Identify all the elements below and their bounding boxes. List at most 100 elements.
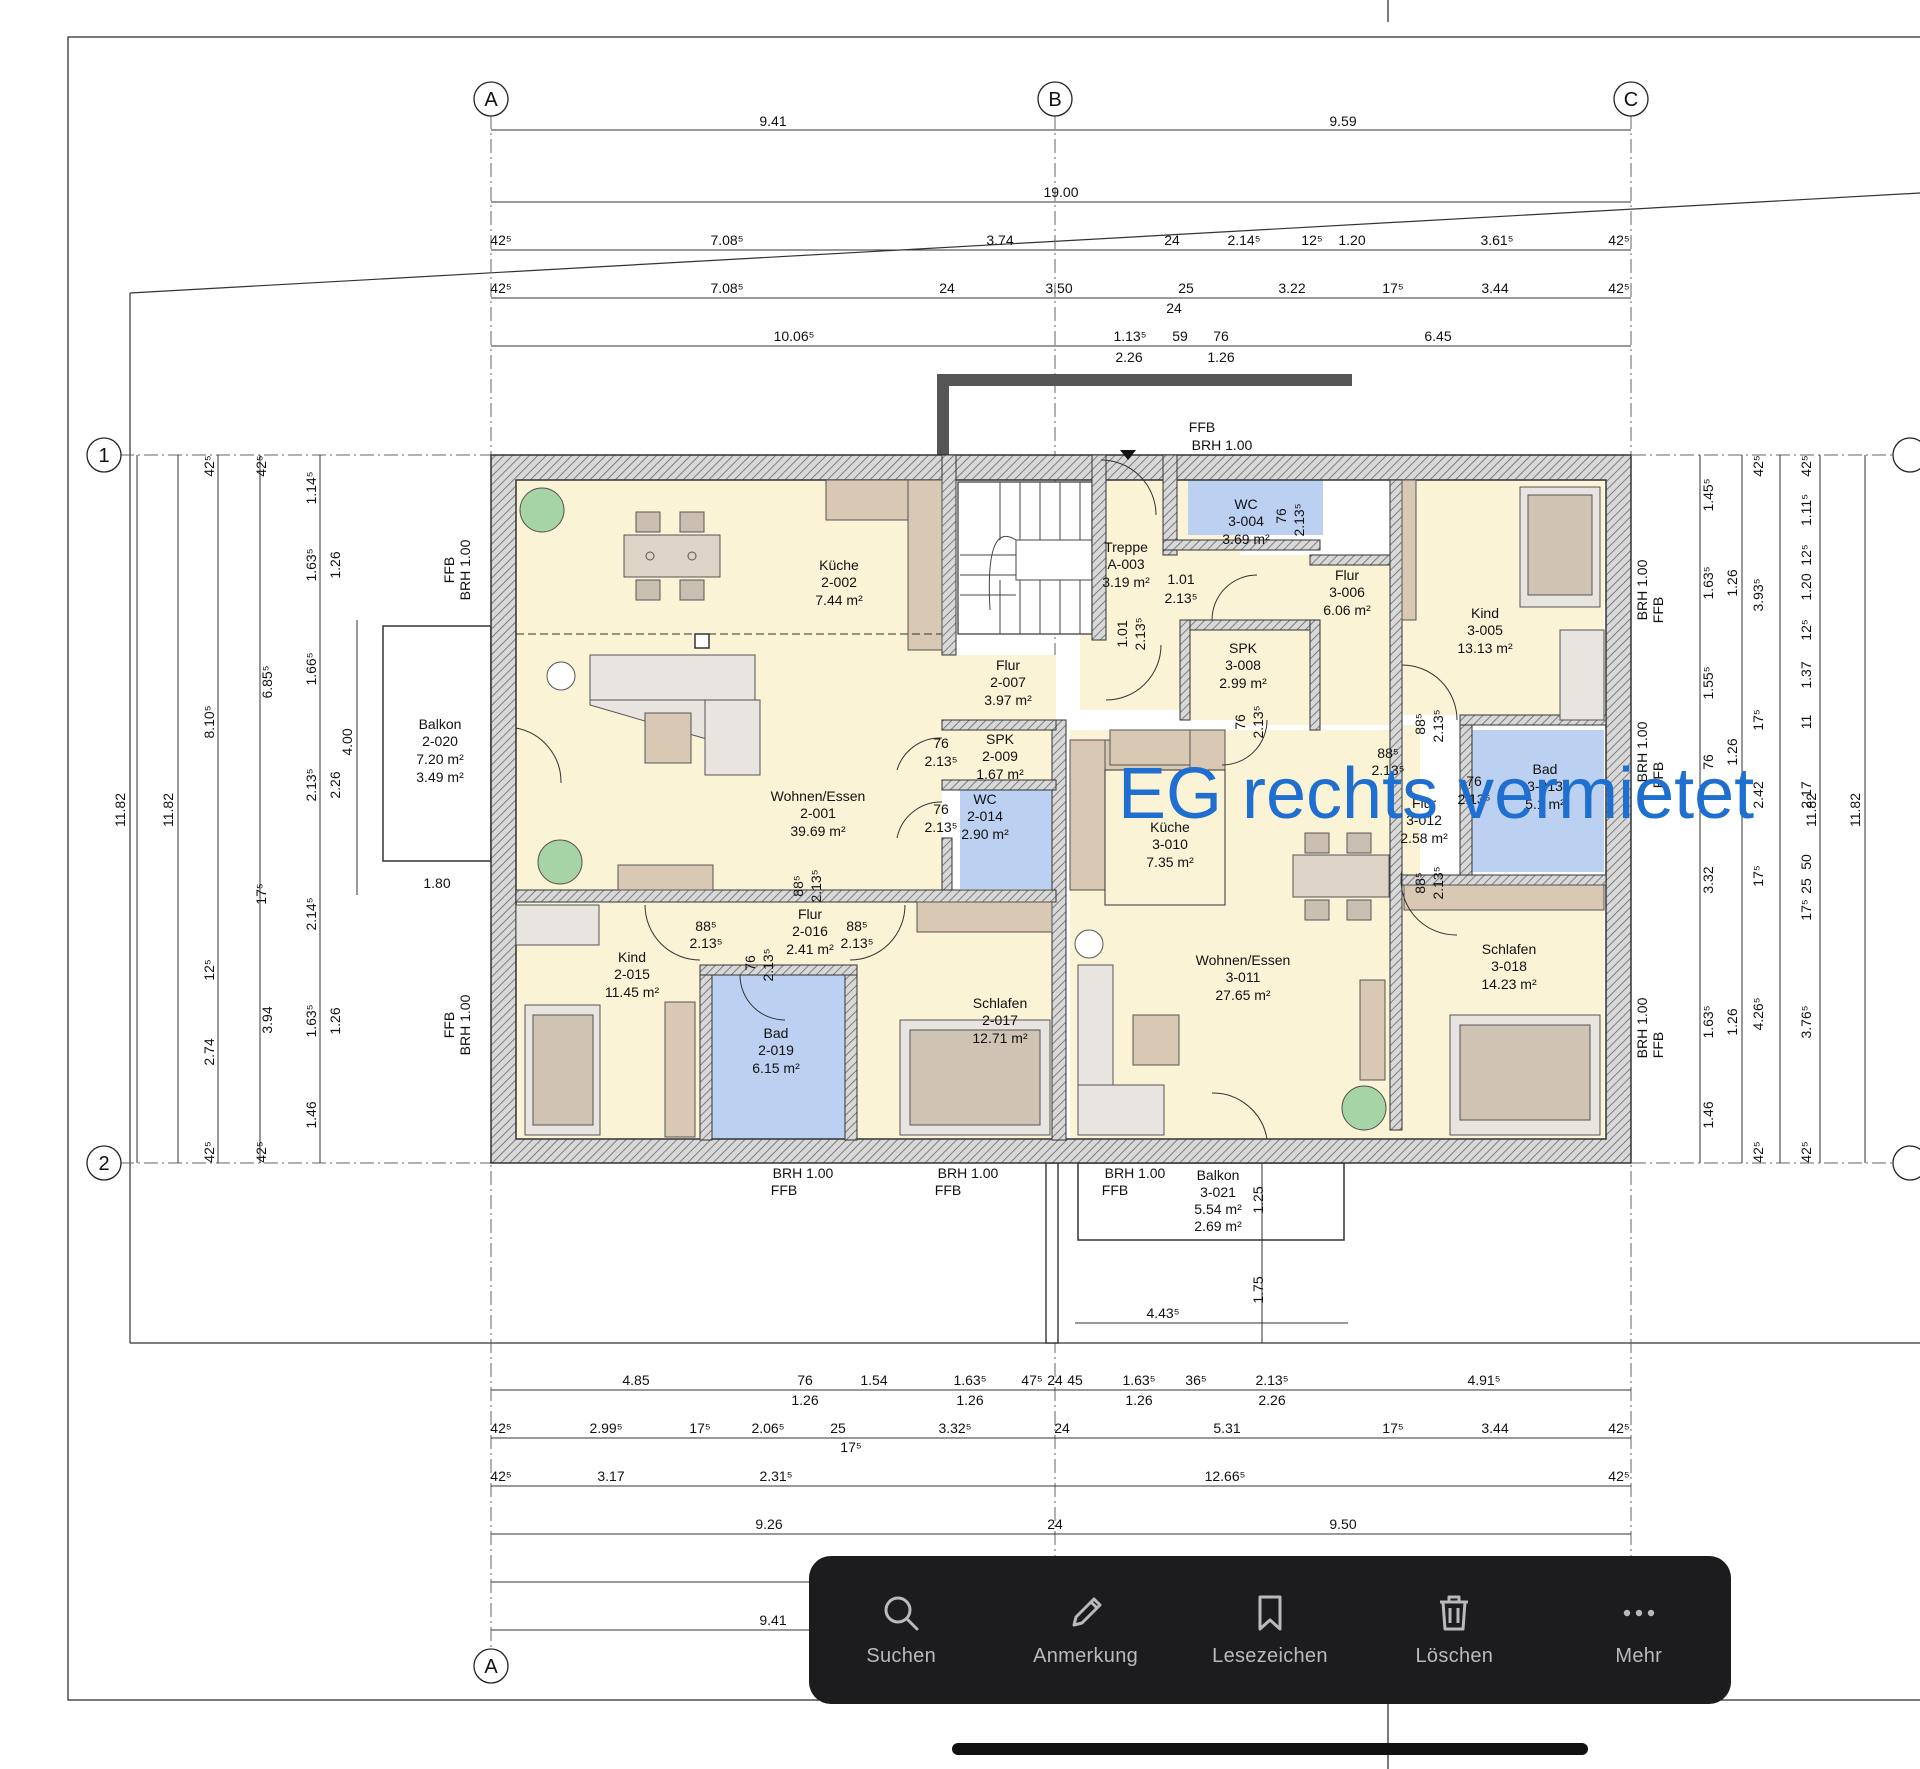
dim-bot-r2-9: 3.44 xyxy=(1481,1420,1508,1436)
dim-bot-r1-2: 1.54 xyxy=(860,1372,887,1388)
svg-text:1.26: 1.26 xyxy=(1724,738,1740,765)
svg-text:2.13⁵: 2.13⁵ xyxy=(689,935,722,951)
svg-text:1.37: 1.37 xyxy=(1798,661,1814,688)
svg-text:8.10⁵: 8.10⁵ xyxy=(201,705,217,738)
dim-bot-r3-2: 2.31⁵ xyxy=(759,1468,792,1484)
svg-text:1.11⁵: 1.11⁵ xyxy=(1798,494,1814,526)
svg-text:76: 76 xyxy=(1232,714,1248,730)
dim-bot-r2-10: 42⁵ xyxy=(1608,1420,1629,1436)
svg-text:2.58 m²: 2.58 m² xyxy=(1400,830,1448,846)
svg-text:11.82: 11.82 xyxy=(1847,793,1863,827)
balcony-dim-depth: 1.25 xyxy=(1250,1186,1266,1213)
svg-text:Flur: Flur xyxy=(1412,795,1436,811)
svg-text:Schlafen: Schlafen xyxy=(973,995,1027,1011)
dim-bot-r3-1: 3.17 xyxy=(597,1468,624,1484)
svg-text:2.13⁵: 2.13⁵ xyxy=(1430,866,1446,899)
svg-text:FFB: FFB xyxy=(441,557,457,583)
svg-text:2.17: 2.17 xyxy=(1798,781,1814,808)
svg-text:3-010: 3-010 xyxy=(1152,836,1188,852)
svg-text:3-006: 3-006 xyxy=(1329,584,1365,600)
svg-text:11.82: 11.82 xyxy=(112,793,128,827)
svg-text:1.01: 1.01 xyxy=(1114,620,1130,647)
svg-text:2.90 m²: 2.90 m² xyxy=(961,826,1009,842)
svg-text:76: 76 xyxy=(933,735,949,751)
home-indicator[interactable] xyxy=(952,1743,1588,1755)
room-labels: Küche 2-002 7.44 m² Treppe A-003 3.19 m²… xyxy=(416,496,1565,1234)
svg-text:FFB: FFB xyxy=(1650,597,1666,623)
svg-text:88⁵: 88⁵ xyxy=(1412,713,1428,734)
svg-text:76: 76 xyxy=(933,801,949,817)
dim-bot-r1-6: 45 xyxy=(1067,1372,1083,1388)
svg-text:42⁵: 42⁵ xyxy=(1750,1141,1766,1162)
svg-text:1.67 m²: 1.67 m² xyxy=(976,766,1024,782)
svg-text:2-001: 2-001 xyxy=(800,805,836,821)
bookmark-button[interactable]: Lesezeichen xyxy=(1185,1570,1355,1690)
svg-text:Schlafen: Schlafen xyxy=(1482,941,1536,957)
svg-text:Treppe: Treppe xyxy=(1104,539,1148,555)
svg-text:Balkon: Balkon xyxy=(1197,1167,1240,1183)
dimension-lines-left xyxy=(136,455,1866,1163)
svg-text:27.65 m²: 27.65 m² xyxy=(1215,987,1271,1003)
dim-top-r5b-1: 1.26 xyxy=(1207,349,1234,365)
dim-bot-r1-5: 24 xyxy=(1047,1372,1063,1388)
svg-text:5.1 m²: 5.1 m² xyxy=(1525,796,1565,812)
svg-text:BRH 1.00: BRH 1.00 xyxy=(1634,997,1650,1058)
dim-bot-r2-0: 42⁵ xyxy=(490,1420,511,1436)
svg-text:Flur: Flur xyxy=(996,657,1020,673)
svg-text:1.46: 1.46 xyxy=(303,1101,319,1128)
walls xyxy=(490,454,1632,1164)
svg-text:2.13⁵: 2.13⁵ xyxy=(924,753,957,769)
svg-text:3.49 m²: 3.49 m² xyxy=(416,769,464,785)
svg-text:1.20: 1.20 xyxy=(1798,573,1814,600)
svg-text:Bad: Bad xyxy=(764,1025,789,1041)
grid-label-1: 1 xyxy=(98,445,109,467)
svg-text:88⁵: 88⁵ xyxy=(846,918,867,934)
svg-text:17⁵: 17⁵ xyxy=(253,883,269,904)
svg-text:2.99 m²: 2.99 m² xyxy=(1219,675,1267,691)
annotate-button[interactable]: Anmerkung xyxy=(1001,1570,1171,1690)
dim-bot-r1b-3: 2.26 xyxy=(1258,1392,1285,1408)
dim-top-r3-8: 42⁵ xyxy=(1608,232,1629,248)
svg-text:2-015: 2-015 xyxy=(614,966,650,982)
dim-bot-r4-1: 24 xyxy=(1047,1516,1063,1532)
site-boundary-top xyxy=(129,192,1920,294)
search-button[interactable]: Suchen xyxy=(816,1570,986,1690)
svg-text:BRH 1.00: BRH 1.00 xyxy=(1105,1165,1166,1181)
svg-text:1.26: 1.26 xyxy=(327,551,343,578)
dim-top-r3-7: 3.61⁵ xyxy=(1480,232,1513,248)
dim-top-r5b-0: 2.26 xyxy=(1115,349,1142,365)
svg-text:3-005: 3-005 xyxy=(1467,622,1503,638)
svg-text:SPK: SPK xyxy=(1229,640,1258,656)
grid-label-a: A xyxy=(484,89,498,111)
svg-text:1.26: 1.26 xyxy=(327,1007,343,1034)
svg-text:BRH 1.00: BRH 1.00 xyxy=(1634,721,1650,782)
dim-bot-r1-10: 4.91⁵ xyxy=(1467,1372,1500,1388)
dim-bot-r1-0: 4.85 xyxy=(622,1372,649,1388)
svg-text:76: 76 xyxy=(1466,773,1482,789)
svg-text:2.26: 2.26 xyxy=(327,771,343,798)
dim-bot-r1b-0: 1.26 xyxy=(791,1392,818,1408)
svg-text:2.13⁵: 2.13⁵ xyxy=(1457,791,1490,807)
more-button[interactable]: Mehr xyxy=(1554,1570,1724,1690)
svg-text:2-017: 2-017 xyxy=(982,1012,1018,1028)
annotate-label: Anmerkung xyxy=(1033,1644,1139,1667)
svg-text:76: 76 xyxy=(742,955,758,971)
dim-top-941: 9.41 xyxy=(759,113,786,129)
svg-text:2.13⁵: 2.13⁵ xyxy=(1164,590,1197,606)
svg-text:4.00: 4.00 xyxy=(339,728,355,755)
svg-text:Kind: Kind xyxy=(618,949,646,965)
svg-text:2.69 m²: 2.69 m² xyxy=(1194,1218,1242,1234)
dim-bot-r2-1: 2.99⁵ xyxy=(589,1420,622,1436)
svg-text:WC: WC xyxy=(1234,496,1257,512)
svg-text:2.13⁵: 2.13⁵ xyxy=(924,819,957,835)
dim-top-r5-0: 10.06⁵ xyxy=(774,328,815,344)
delete-button[interactable]: Löschen xyxy=(1369,1570,1539,1690)
svg-text:2.13⁵: 2.13⁵ xyxy=(1291,503,1307,536)
svg-text:2-009: 2-009 xyxy=(982,748,1018,764)
svg-text:FFB: FFB xyxy=(1650,1032,1666,1058)
svg-text:3.93⁵: 3.93⁵ xyxy=(1750,578,1766,611)
dim-bot-r5-0: 9.41 xyxy=(759,1612,786,1628)
svg-text:BRH 1.00: BRH 1.00 xyxy=(1192,437,1253,453)
svg-text:42⁵: 42⁵ xyxy=(201,1141,217,1162)
